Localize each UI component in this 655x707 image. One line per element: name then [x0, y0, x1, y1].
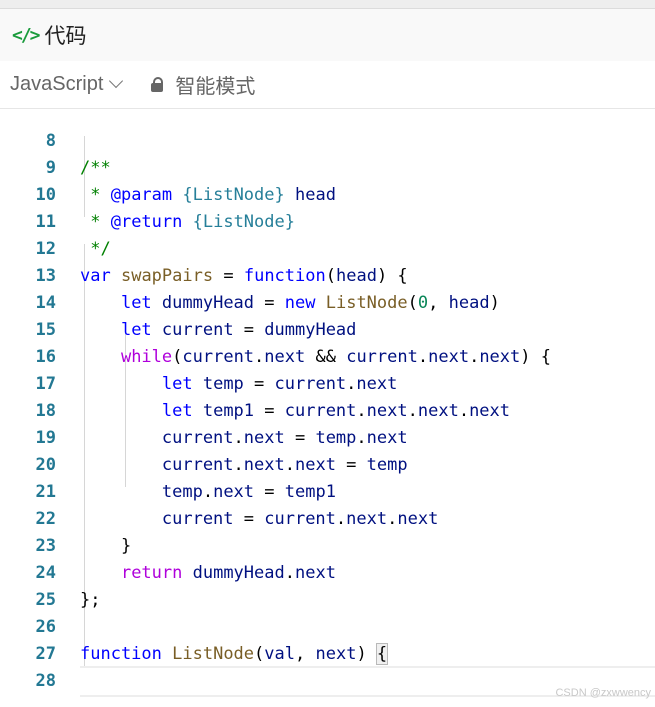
code-text: while(current.next && current.next.next)…	[120, 347, 551, 367]
code-line: 12 var swapPairs = function(head) {	[0, 209, 655, 286]
code-block-header: </> 代码	[0, 9, 655, 61]
line-number: 26	[35, 617, 56, 637]
line-number: 28	[35, 671, 56, 691]
code-text: return dummyHead.next	[120, 563, 336, 583]
code-text: * @return {ListNode}	[80, 212, 295, 232]
line-number: 9	[45, 158, 56, 178]
code-text: let temp1 = current.next.next.next	[161, 401, 511, 421]
code-line: 16 let temp = current.next	[0, 317, 655, 394]
line-number: 20	[35, 455, 56, 475]
code-text: current = current.next.next	[80, 509, 439, 529]
code-line: 27 this.val = (val===undefined ? 0 : val…	[0, 614, 655, 691]
code-text: }	[80, 536, 132, 556]
code-block-title: 代码	[44, 25, 87, 48]
code-text: temp.next = temp1	[80, 482, 336, 502]
code-line: 26 function ListNode(val, next) {	[0, 587, 655, 665]
code-editor[interactable]: 8 /** 9 * @param {ListNode} head 10 * @r…	[0, 109, 655, 697]
line-number: 23	[35, 536, 56, 556]
line-number: 13	[35, 266, 56, 286]
line-number: 10	[35, 185, 56, 205]
code-text: function ListNode(val, next) {	[80, 643, 389, 665]
code-text: current.next.next = temp	[80, 455, 408, 475]
code-icon: </>	[12, 24, 40, 46]
watermark: CSDN @zxwwency	[555, 687, 651, 699]
code-line: 13 let dummyHead = new ListNode(0, head)	[0, 236, 655, 313]
window-top-strip	[0, 0, 655, 9]
code-line: 25	[0, 560, 655, 610]
indent-guide	[84, 136, 85, 217]
code-line: 17 let temp1 = current.next.next.next	[0, 344, 655, 421]
code-text: let temp = current.next	[161, 374, 398, 394]
language-select[interactable]: JavaScript	[10, 73, 124, 96]
line-number: 8	[45, 131, 56, 151]
editor-toolbar: JavaScript 智能模式	[0, 61, 655, 109]
code-line: 14 let current = dummyHead	[0, 263, 655, 340]
code-line: 15 while(current.next && current.next.ne…	[0, 290, 655, 367]
line-number: 22	[35, 509, 56, 529]
code-text: let dummyHead = new ListNode(0, head)	[120, 293, 500, 313]
code-line: 28 this.next = (next===undefined ? null …	[0, 641, 655, 691]
language-label: JavaScript	[10, 73, 104, 95]
code-line: 9 * @param {ListNode} head	[0, 128, 655, 205]
line-number: 25	[35, 590, 56, 610]
code-line: 23 return dummyHead.next	[0, 506, 655, 583]
line-number: 29	[0, 695, 56, 697]
code-line: 22 }	[0, 479, 655, 556]
code-text: let current = dummyHead	[120, 320, 357, 340]
line-number: 12	[35, 239, 56, 259]
line-number: 19	[35, 428, 56, 448]
code-line: 10 * @return {ListNode}	[0, 155, 655, 232]
lock-icon	[151, 77, 164, 92]
chevron-down-icon	[109, 73, 124, 88]
code-line: 18 current.next = temp.next	[0, 371, 655, 448]
code-text: /**	[80, 158, 111, 178]
code-line: 21 current = current.next.next	[0, 452, 655, 529]
line-number: 17	[35, 374, 56, 394]
code-line: 24 };	[0, 533, 655, 610]
code-text: var swapPairs = function(head) {	[80, 266, 408, 286]
line-number: 24	[35, 563, 56, 583]
line-number: 27	[35, 644, 56, 664]
line-number: 21	[35, 482, 56, 502]
code-line: 11 */	[0, 182, 655, 259]
line-number: 16	[35, 347, 56, 367]
current-line-highlight	[80, 666, 655, 697]
code-text: };	[80, 590, 101, 610]
smart-mode-label: 智能模式	[175, 76, 256, 98]
code-text: */	[80, 239, 111, 259]
line-number: 11	[35, 212, 56, 232]
code-line: 20 temp.next = temp1	[0, 425, 655, 502]
line-number: 18	[35, 401, 56, 421]
code-line: 19 current.next.next = temp	[0, 398, 655, 475]
code-text: * @param {ListNode} head	[80, 185, 336, 205]
code-text: current.next = temp.next	[80, 428, 408, 448]
smart-mode-toggle[interactable]: 智能模式	[151, 70, 255, 99]
line-number: 14	[35, 293, 56, 313]
indent-guide	[125, 325, 126, 487]
line-number: 15	[35, 320, 56, 340]
code-line: 8 /**	[0, 109, 655, 178]
indent-guide	[84, 244, 85, 649]
